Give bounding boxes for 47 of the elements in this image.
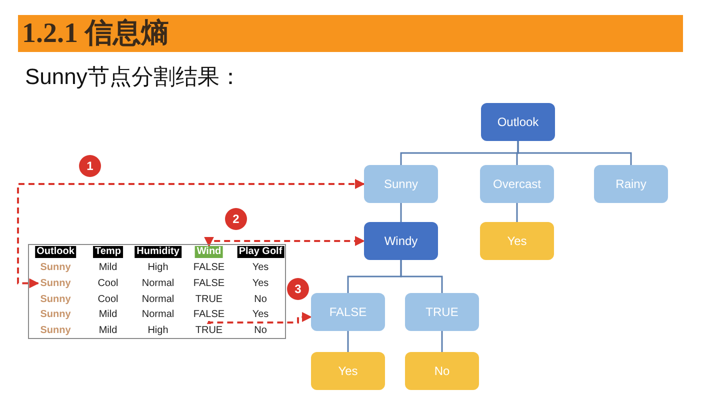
tree-connector (400, 260, 443, 293)
dashed-arrow (204, 236, 365, 247)
header-cell: Outlook (34, 246, 76, 258)
header-cell: Wind (194, 246, 224, 258)
table-cell: Mild (96, 324, 120, 336)
table-cell: Yes (250, 277, 271, 290)
table-cell: High (146, 324, 170, 336)
table-cell: Normal (140, 293, 176, 305)
table-cell: Sunny (38, 277, 73, 290)
leaf-box: No (405, 352, 479, 390)
leaf-box: Yes (311, 352, 385, 390)
tree-connector (347, 331, 349, 352)
title-bar: 1.2.1 信息熵 (18, 15, 683, 52)
decision-box: Outlook (481, 103, 555, 141)
tree-connector (517, 141, 632, 165)
header-cell: Play Golf (236, 246, 284, 258)
branch-box: FALSE (311, 293, 385, 331)
table-cell: TRUE (193, 293, 225, 305)
table-cell: Cool (96, 277, 120, 290)
table-cell: TRUE (193, 324, 225, 336)
table-cell: High (146, 262, 170, 274)
branch-box: Sunny (364, 165, 438, 203)
table-cell: No (252, 293, 269, 305)
callout-number: 2 (225, 208, 247, 230)
callout-number: 3 (287, 278, 309, 300)
branch-box: TRUE (405, 293, 479, 331)
tree-connector (441, 331, 443, 352)
tree-connector (516, 203, 518, 222)
table-cell: Sunny (38, 293, 73, 305)
dashed-arrow (17, 179, 365, 288)
table-cell: Normal (140, 277, 176, 290)
subtitle: Sunny节点分割结果： (25, 63, 242, 91)
table-cell: No (252, 324, 269, 336)
table-cell: Sunny (38, 308, 73, 321)
tree-connector (400, 203, 402, 222)
branch-box: Rainy (594, 165, 668, 203)
callout-number: 1 (79, 155, 101, 177)
table-cell: Sunny (38, 324, 73, 336)
leaf-box: Yes (480, 222, 554, 260)
header-cell: Humidity (134, 246, 182, 258)
table-cell: Cool (96, 293, 120, 305)
branch-box: Overcast (480, 165, 554, 203)
header-cell: Temp (93, 246, 123, 258)
table-cell: FALSE (191, 277, 227, 290)
decision-box: Windy (364, 222, 438, 260)
table-cell: Sunny (38, 262, 73, 274)
table-cell: FALSE (191, 308, 227, 321)
